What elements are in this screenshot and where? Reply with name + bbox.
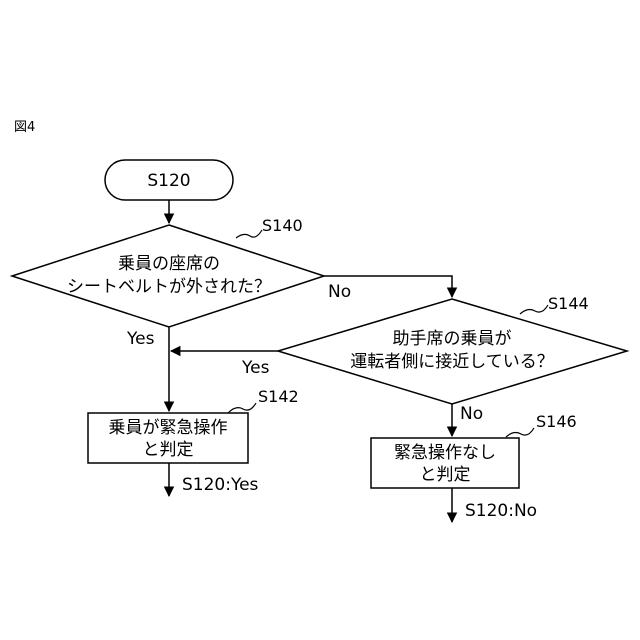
decision1-line-1: 乗員の座席の	[118, 254, 220, 274]
process1-step-label: S142	[258, 387, 299, 406]
process1-step-leader	[228, 403, 256, 413]
decision1-diamond	[12, 225, 324, 327]
process2-line-1: 緊急操作なし	[394, 443, 496, 463]
d2-no-label: No	[460, 404, 483, 424]
d1-no-label: No	[328, 282, 351, 302]
decision1-line-2: シートベルトが外された？	[67, 277, 271, 297]
decision2-step-label: S144	[548, 294, 589, 313]
d1-yes-label: Yes	[126, 329, 155, 349]
decision2-line-1: 助手席の乗員が	[393, 329, 512, 349]
d2-yes-label: Yes	[241, 358, 270, 378]
process2-exit-label: S120:No	[465, 501, 537, 521]
decision2-line-2: 運転者側に接近している？	[350, 352, 554, 372]
decision1-step-label: S140	[262, 216, 303, 235]
figure-label: 図4	[14, 120, 35, 135]
process2-line-2: と判定	[420, 465, 471, 485]
process1-exit-label: S120:Yes	[182, 475, 259, 495]
decision2-step-leader	[520, 305, 548, 314]
decision1-step-leader	[236, 230, 262, 238]
process2-step-leader	[506, 428, 534, 437]
start-terminal-label: S120	[147, 171, 190, 191]
process2-step-label: S146	[536, 412, 577, 431]
process1-line-2: と判定	[143, 440, 194, 460]
process1-line-1: 乗員が緊急操作	[109, 418, 228, 438]
